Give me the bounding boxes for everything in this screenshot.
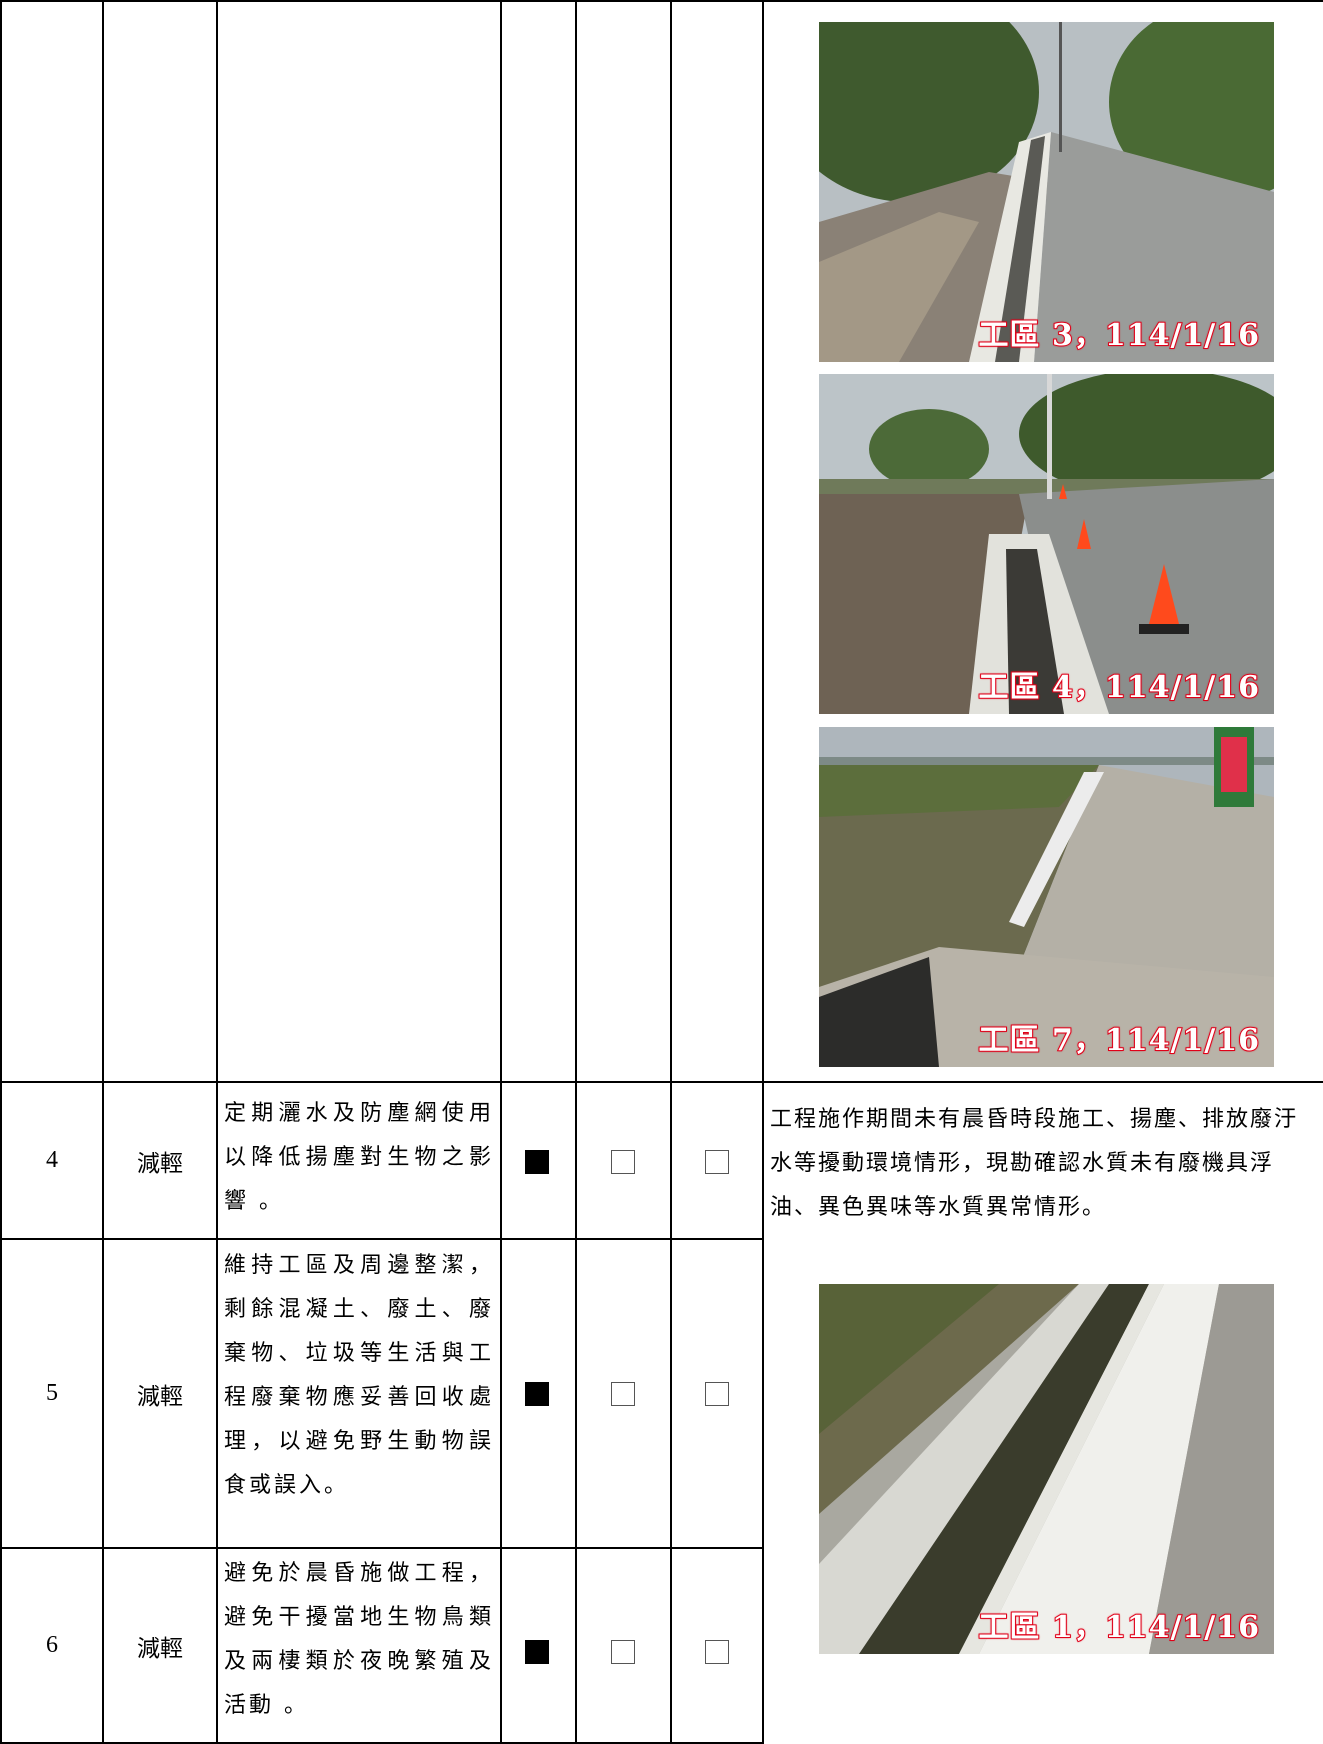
col-divider <box>575 0 577 1744</box>
col-divider <box>670 0 672 1744</box>
measure-description: 維持工區及周邊整潔，剩餘混凝土、廢土、廢棄物、垃圾等生活與工程廢棄物應妥善回收處… <box>224 1253 494 1498</box>
measure-description: 避免於晨昏施做工程，避免干擾當地生物鳥類及兩棲類於夜晚繁殖及活動 。 <box>224 1561 494 1718</box>
checkbox-unchecked <box>611 1640 635 1664</box>
photo-caption: 工區 4，114/1/16 <box>978 669 1260 706</box>
row-number: 6 <box>46 1632 58 1658</box>
row-divider <box>0 1547 762 1549</box>
checkbox-checked <box>525 1150 549 1174</box>
col-divider <box>0 0 2 1744</box>
photo-caption: 工區 3，114/1/16 <box>978 317 1260 354</box>
drain-channel-scene <box>819 1284 1274 1654</box>
row-number: 4 <box>46 1147 58 1173</box>
col-divider <box>216 0 218 1744</box>
checkbox-checked <box>525 1382 549 1406</box>
row-divider <box>0 0 1323 2</box>
row-type: 減輕 <box>137 1635 183 1662</box>
checkbox-unchecked <box>611 1382 635 1406</box>
field-drain-scene <box>819 727 1274 1067</box>
col-divider <box>762 0 764 1744</box>
site-photo-zone-7: 工區 7，114/1/16 <box>819 727 1274 1067</box>
measure-description: 定期灑水及防塵網使用以降低揚塵對生物之影響 。 <box>224 1101 494 1214</box>
photo-caption: 工區 7，114/1/16 <box>978 1022 1260 1059</box>
checkbox-unchecked <box>705 1382 729 1406</box>
site-photo-zone-1: 工區 1，114/1/16 <box>819 1284 1274 1654</box>
row-divider <box>0 1081 1323 1083</box>
col-divider <box>102 0 104 1744</box>
inspection-result-text: 工程施作期間未有晨昏時段施工、揚塵、排放廢汙水等擾動環境情形，現勘確認水質未有廢… <box>770 1107 1299 1220</box>
checkbox-checked <box>525 1640 549 1664</box>
row-number: 5 <box>46 1380 58 1406</box>
site-photo-zone-4: 工區 4，114/1/16 <box>819 374 1274 714</box>
checkbox-unchecked <box>705 1150 729 1174</box>
row-divider <box>0 1238 762 1240</box>
checkbox-unchecked <box>611 1150 635 1174</box>
photo-caption: 工區 1，114/1/16 <box>978 1609 1260 1646</box>
row-type: 減輕 <box>137 1383 183 1410</box>
road-cones-scene <box>819 374 1274 714</box>
site-photo-zone-3: 工區 3，114/1/16 <box>819 22 1274 362</box>
checkbox-unchecked <box>705 1640 729 1664</box>
road-drain-scene <box>819 22 1274 362</box>
row-divider <box>0 1742 762 1744</box>
col-divider <box>500 0 502 1744</box>
row-type: 減輕 <box>137 1150 183 1177</box>
